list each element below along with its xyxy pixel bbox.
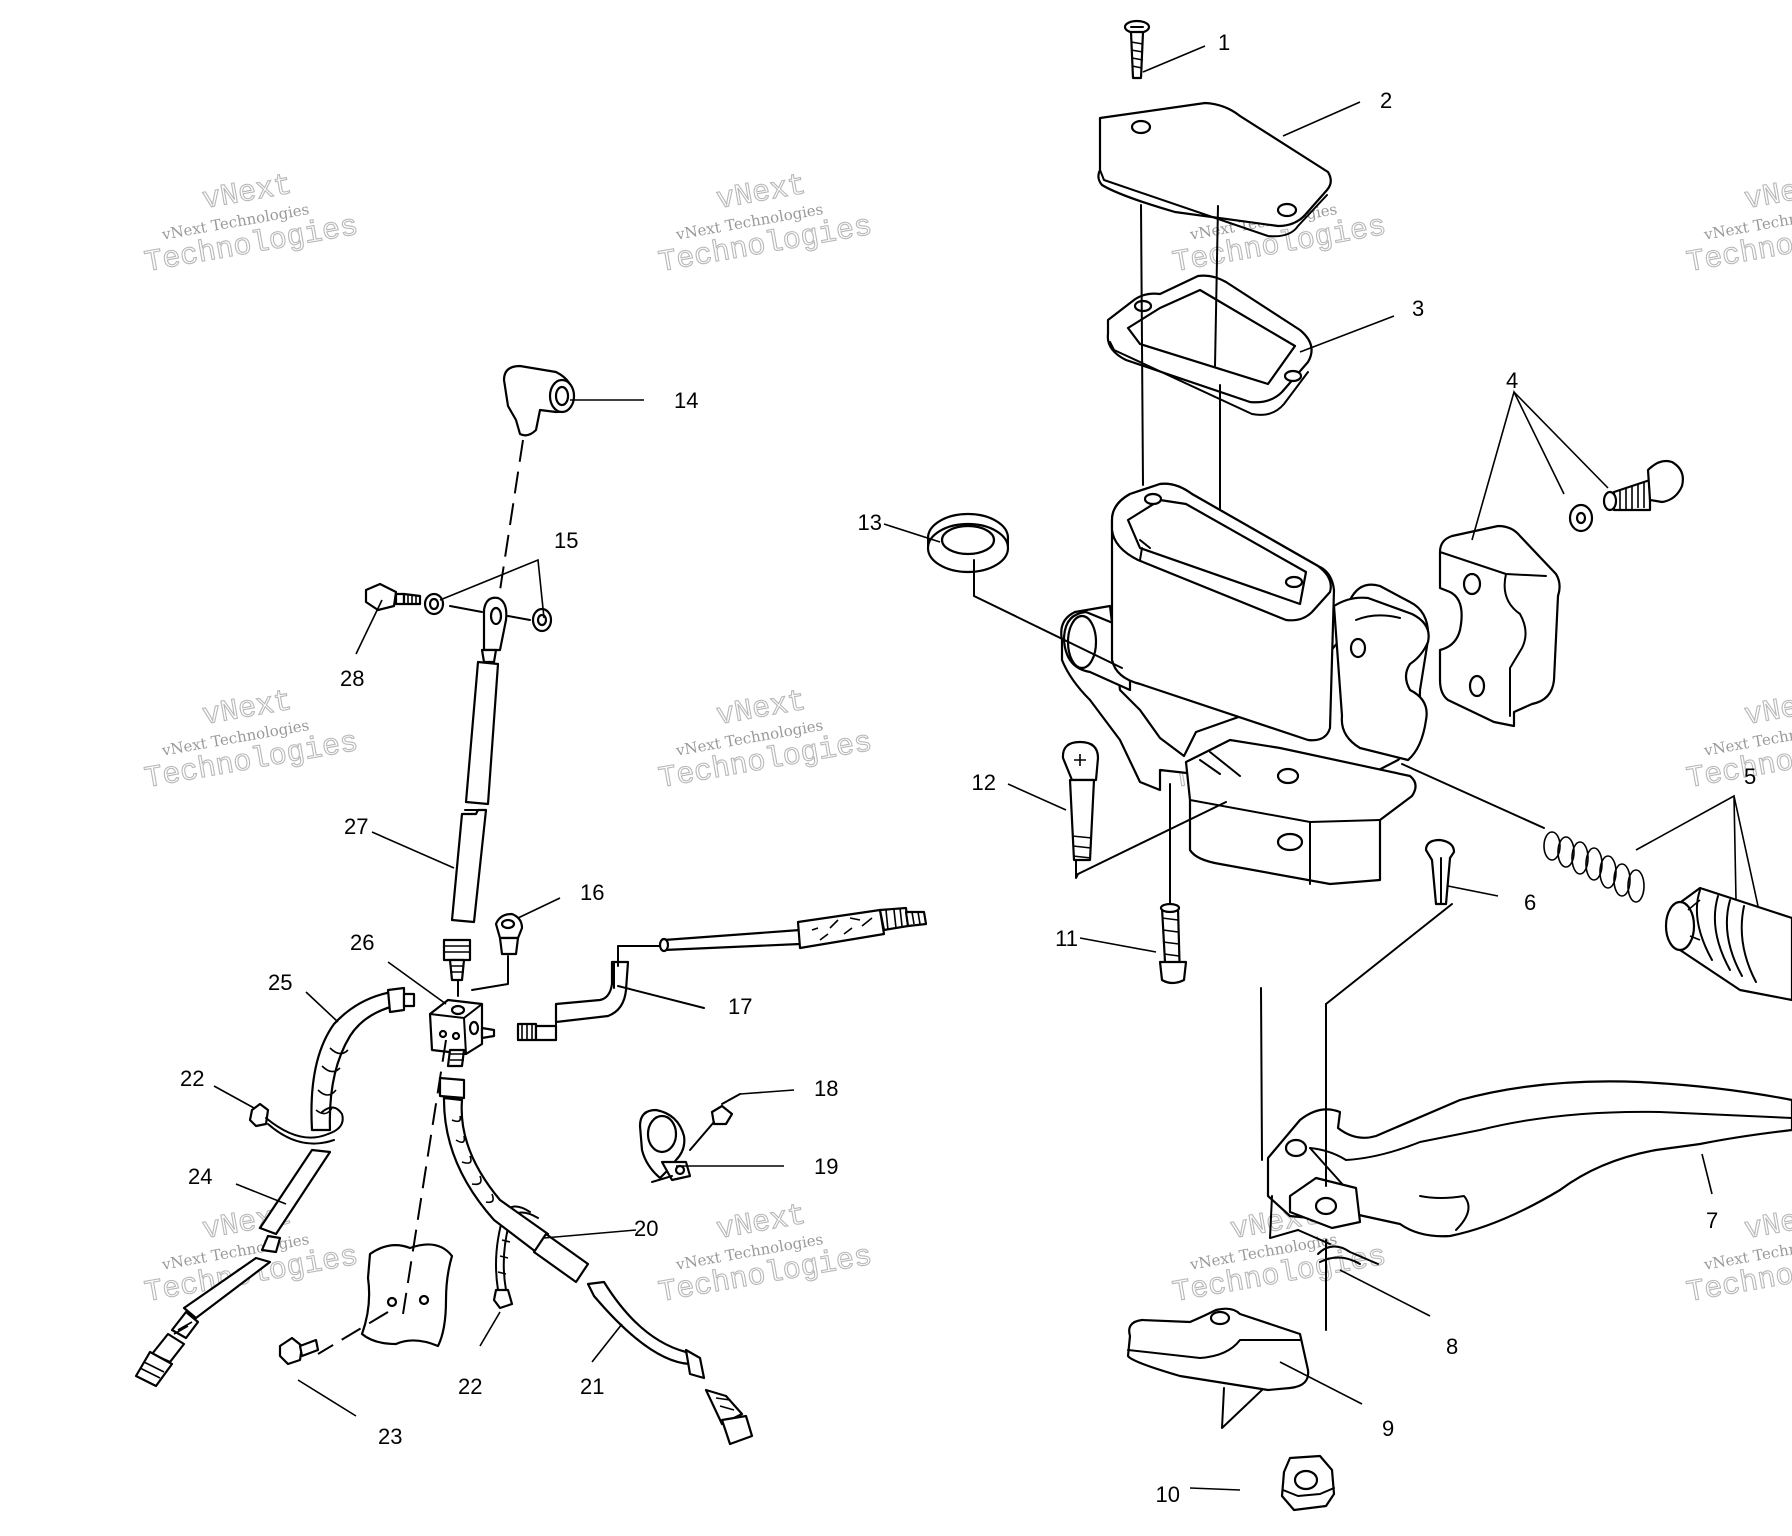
dashed-line-14 — [496, 439, 524, 611]
part-4-washer — [1568, 503, 1594, 533]
part-10-nut — [1280, 1454, 1336, 1512]
callout-21: 21 — [580, 1374, 604, 1399]
callout-13: 13 — [858, 510, 882, 535]
part-14-elbow — [502, 364, 576, 437]
callout-24: 24 — [188, 1164, 212, 1189]
callout-9: 9 — [1382, 1416, 1394, 1441]
part-23-bracket — [317, 1039, 454, 1355]
part-28-bolt — [364, 582, 422, 612]
callout-20: 20 — [634, 1216, 658, 1241]
callout-15: 15 — [554, 528, 578, 553]
part-23-screw — [278, 1336, 320, 1366]
callout-1: 1 — [1218, 30, 1230, 55]
callout-28: 28 — [340, 666, 364, 691]
part-13-ring — [926, 512, 1123, 669]
part-5-spring — [1543, 831, 1645, 903]
part-7-lever — [1266, 1080, 1792, 1245]
callout-11: 11 — [1055, 926, 1078, 951]
part-24-hose — [134, 1148, 332, 1388]
part-15-banjo — [423, 592, 553, 652]
callout-6: 6 — [1524, 890, 1536, 915]
brake-line-upper — [617, 906, 928, 967]
callout-3: 3 — [1412, 296, 1424, 321]
callout-10: 10 — [1156, 1482, 1180, 1507]
alignment-lines-lever — [1260, 903, 1453, 1331]
callout-25: 25 — [268, 970, 292, 995]
part-1-screw — [1123, 19, 1151, 80]
callout-14: 14 — [674, 388, 698, 413]
part-4-bolt — [1602, 459, 1684, 512]
callout-7: 7 — [1706, 1208, 1718, 1233]
part-6-pin — [1424, 838, 1456, 906]
part-25-hose — [310, 986, 416, 1132]
callout-16: 16 — [580, 880, 604, 905]
part-27-hose — [450, 648, 500, 924]
callout-26: 26 — [350, 930, 374, 955]
part-9-cam — [1126, 1307, 1310, 1429]
part-18-fastener — [689, 1093, 741, 1151]
part-2-cover — [1097, 101, 1332, 238]
part-16-fitting — [471, 912, 524, 991]
part-8-clip — [1317, 1245, 1379, 1265]
callout-22-lower: 22 — [458, 1374, 482, 1399]
leader-lines — [213, 45, 1759, 1491]
part-22-clamp-left — [248, 1102, 344, 1145]
part-19-clip — [638, 1108, 692, 1183]
callout-22-upper: 22 — [180, 1066, 204, 1091]
part-5-piston — [1664, 886, 1792, 1002]
part-17-hose — [480, 960, 705, 1042]
callout-5: 5 — [1744, 764, 1756, 789]
part-27-fitting — [442, 938, 472, 997]
callout-19: 19 — [814, 1154, 838, 1179]
part-12-bolt — [1061, 740, 1227, 879]
callout-18: 18 — [814, 1076, 838, 1101]
callout-23: 23 — [378, 1424, 402, 1449]
callout-labels: 1 2 3 4 5 6 7 8 9 10 11 12 13 14 15 16 1… — [180, 30, 1756, 1507]
callout-8: 8 — [1446, 1334, 1458, 1359]
callout-2: 2 — [1380, 88, 1392, 113]
callout-12: 12 — [972, 770, 996, 795]
part-26-block — [428, 998, 484, 1056]
callout-17: 17 — [728, 994, 752, 1019]
master-cylinder-body — [1060, 482, 1545, 886]
part-4-clamp — [1438, 524, 1561, 728]
part-11-bolt — [1158, 783, 1188, 985]
part-3-gasket — [1106, 274, 1313, 416]
callout-27: 27 — [344, 814, 368, 839]
callout-4: 4 — [1506, 368, 1518, 393]
part-20-hose — [438, 1048, 590, 1284]
